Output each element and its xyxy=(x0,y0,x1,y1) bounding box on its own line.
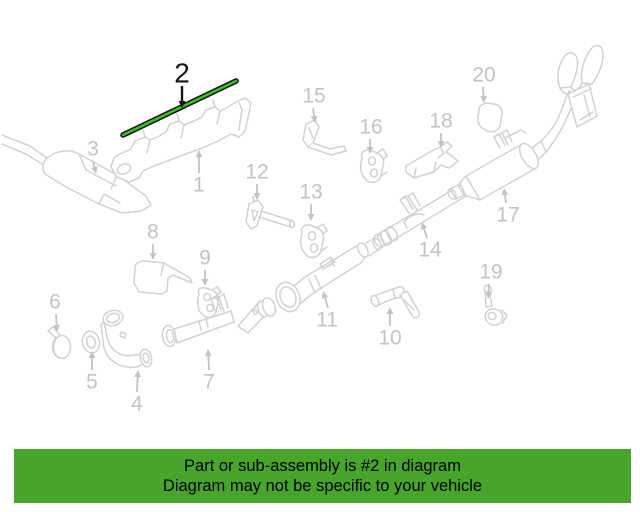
part-4-elbow-pipe-drawing xyxy=(100,309,153,369)
part-19-hanger-bolt-drawing xyxy=(483,284,508,326)
callout-arrowhead-17 xyxy=(501,188,509,196)
callout-label-17: 17 xyxy=(496,204,519,227)
callout-label-9: 9 xyxy=(199,247,211,270)
part-16-insulator-drawing xyxy=(359,148,388,184)
callout-label-12: 12 xyxy=(245,161,268,184)
callout-arrowhead-14 xyxy=(420,222,428,230)
callout-label-8: 8 xyxy=(147,221,159,244)
callout-arrowhead-12 xyxy=(253,193,261,200)
callout-label-14: 14 xyxy=(418,239,442,262)
callout-label-18: 18 xyxy=(429,110,452,133)
callout-label-15: 15 xyxy=(302,85,325,108)
part-9-insulator-drawing xyxy=(196,286,222,319)
callout-arrow-20 xyxy=(482,86,485,97)
callout-label-10: 10 xyxy=(378,327,401,350)
part-1-exhaust-manifold-drawing xyxy=(110,97,252,183)
callout-arrowhead-1 xyxy=(195,150,203,157)
part-5-gasket-drawing xyxy=(81,330,101,354)
callout-label-3: 3 xyxy=(87,138,99,161)
callout-label-6: 6 xyxy=(49,291,61,314)
callout-arrow-6 xyxy=(55,313,58,326)
callout-label-5: 5 xyxy=(86,371,98,394)
callout-arrow-17 xyxy=(504,194,507,204)
callout-arrowhead-19 xyxy=(485,291,492,299)
banner-line-1: Part or sub-assembly is #2 in diagram xyxy=(184,456,461,475)
artwork-layer xyxy=(1,44,604,369)
callout-arrow-3 xyxy=(92,160,96,168)
callout-arrowhead-3 xyxy=(91,166,98,174)
callout-label-1: 1 xyxy=(193,174,205,197)
callout-arrowhead-18 xyxy=(437,141,445,148)
callout-arrow-4 xyxy=(136,376,139,393)
part-20-insulator-pad-drawing xyxy=(477,102,503,133)
part-11-catalytic-converter-drawing xyxy=(275,237,382,313)
vehicle-disclaimer-banner: Part or sub-assembly is #2 in diagram Di… xyxy=(14,449,631,503)
callout-label-16: 16 xyxy=(359,116,382,139)
callout-arrowhead-2 xyxy=(178,101,186,108)
callout-arrowhead-8 xyxy=(149,253,157,260)
callout-arrowhead-10 xyxy=(386,307,394,314)
tailpipe-assembly-drawing xyxy=(540,44,604,153)
callout-arrow-11 xyxy=(324,297,329,309)
callout-arrowhead-7 xyxy=(204,349,212,357)
part-18-bracket-drawing xyxy=(405,141,459,179)
callout-label-7: 7 xyxy=(203,371,215,394)
callout-arrowhead-20 xyxy=(480,95,487,103)
part-13-insulator-drawing xyxy=(299,223,328,259)
part-12-bracket-drawing xyxy=(245,195,296,230)
part-7-front-pipe-drawing xyxy=(161,293,277,348)
callout-label-11: 11 xyxy=(316,309,338,332)
part-6-clamp-drawing xyxy=(47,326,72,360)
callout-label-4: 4 xyxy=(131,393,143,416)
callout-arrowhead-9 xyxy=(201,279,209,286)
callout-arrowhead-15 xyxy=(310,115,318,123)
callout-arrowhead-6 xyxy=(53,324,60,332)
callout-label-13: 13 xyxy=(299,181,322,204)
banner-line-2: Diagram may not be specific to your vehi… xyxy=(162,477,483,495)
callout-arrowhead-4 xyxy=(134,370,142,378)
part-14-intermediate-pipe-drawing xyxy=(373,184,467,249)
callout-arrow-7 xyxy=(207,355,210,371)
callout-arrow-19 xyxy=(487,283,490,293)
callout-label-20: 20 xyxy=(472,64,495,87)
part-10-hanger-bracket-drawing xyxy=(370,286,421,319)
part-17-muffler-drawing xyxy=(447,129,547,201)
part-8-heat-shield-drawing xyxy=(133,260,193,295)
part-3-heat-shield-drawing xyxy=(1,134,152,214)
part-15-bracket-drawing xyxy=(302,119,347,156)
part-2-highlighted-gasket xyxy=(120,78,239,138)
callout-label-2: 2 xyxy=(174,58,190,89)
callout-arrowhead-5 xyxy=(88,351,96,358)
callout-label-19: 19 xyxy=(479,261,502,284)
callout-arrow-15 xyxy=(312,107,315,117)
callout-arrowhead-16 xyxy=(366,147,374,154)
callout-arrowhead-13 xyxy=(307,214,315,221)
callout-arrow-14 xyxy=(423,228,428,239)
part-2-rod-highlight xyxy=(121,79,238,137)
callout-arrowhead-11 xyxy=(321,291,329,299)
